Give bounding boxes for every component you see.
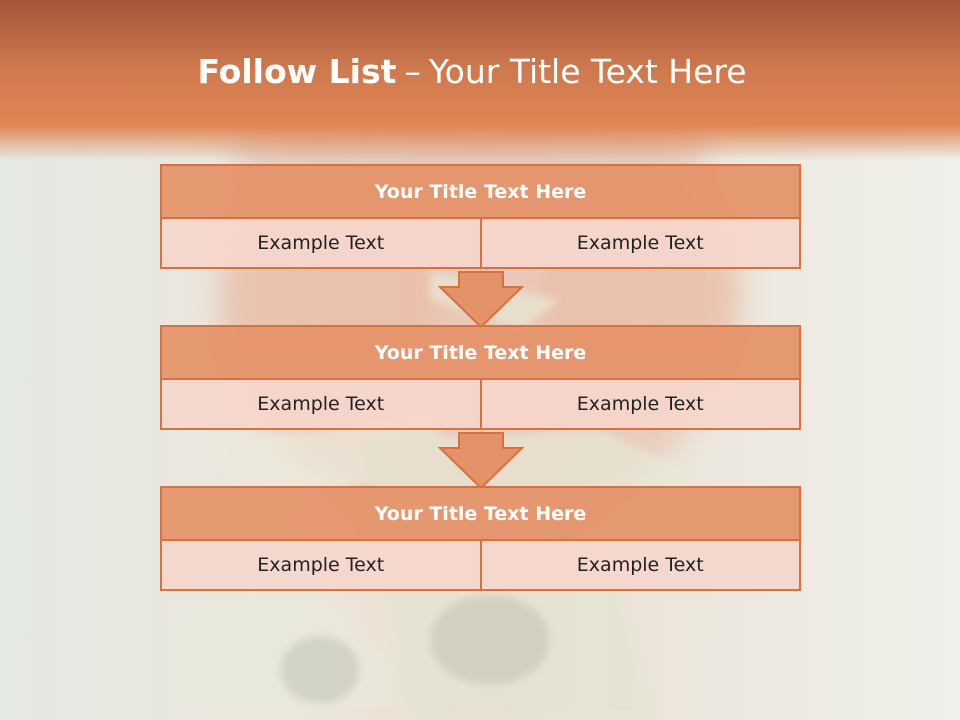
block-title: Your Title Text Here [160,325,801,380]
block-cell-left: Example Text [160,219,482,269]
block-cell-right: Example Text [481,541,801,591]
block-row: Example Text Example Text [160,380,801,430]
follow-block-1: Your Title Text Here Example Text Exampl… [160,164,801,269]
block-row: Example Text Example Text [160,219,801,269]
block-title: Your Title Text Here [160,486,801,541]
block-row: Example Text Example Text [160,541,801,591]
block-cell-right: Example Text [481,219,801,269]
title-banner [0,0,960,160]
slide-title-separator: – [404,52,421,91]
block-cell-right: Example Text [481,380,801,430]
down-arrow-icon [438,432,524,490]
follow-block-3: Your Title Text Here Example Text Exampl… [160,486,801,591]
block-cell-left: Example Text [160,541,482,591]
slide-title-bold: Follow List [197,52,397,91]
slide-title-rest: Your Title Text Here [428,52,747,91]
follow-block-2: Your Title Text Here Example Text Exampl… [160,325,801,430]
block-title: Your Title Text Here [160,164,801,219]
down-arrow-icon [438,271,524,329]
slide-title: Follow List–Your Title Text Here [0,52,944,91]
block-cell-left: Example Text [160,380,482,430]
